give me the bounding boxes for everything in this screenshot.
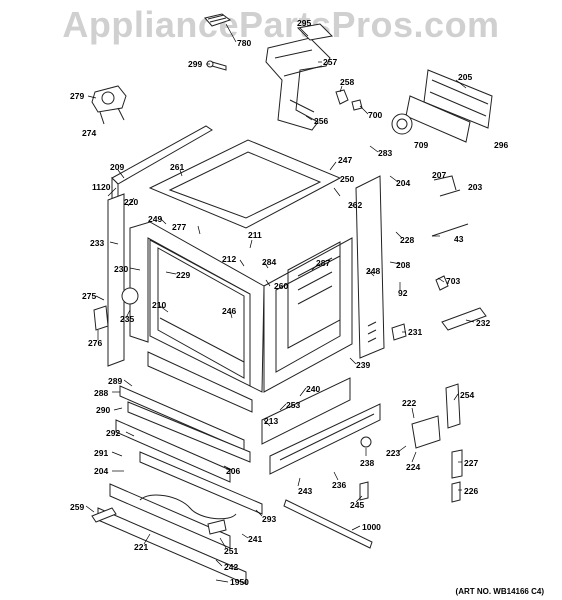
callout-292: 292 — [106, 428, 120, 438]
callout-235: 235 — [120, 314, 134, 324]
part-vent-duct — [265, 23, 334, 131]
callout-92: 92 — [398, 288, 408, 298]
callout-274: 274 — [82, 128, 96, 138]
callout-299: 299 — [188, 59, 202, 69]
callout-293: 293 — [262, 514, 276, 524]
callout-236: 236 — [332, 480, 346, 490]
callout-703: 703 — [446, 276, 460, 286]
part-279-valve — [91, 85, 127, 125]
callout-709: 709 — [414, 140, 428, 150]
callout-700: 700 — [368, 110, 382, 120]
callout-296: 296 — [494, 140, 508, 150]
callout-221: 221 — [134, 542, 148, 552]
callout-287: 287 — [316, 258, 330, 268]
callout-247: 247 — [338, 155, 352, 165]
part-258-700 — [335, 89, 363, 111]
callout-220: 220 — [124, 197, 138, 207]
callout-276: 276 — [88, 338, 102, 348]
art-number: (ART NO. WB14166 C4) — [455, 587, 544, 596]
callout-222: 222 — [402, 398, 416, 408]
callout-1000: 1000 — [362, 522, 381, 532]
callout-213: 213 — [264, 416, 278, 426]
callout-258: 258 — [340, 77, 354, 87]
callout-229: 229 — [176, 270, 190, 280]
callout-203: 203 — [468, 182, 482, 192]
part-drawer-assembly — [97, 351, 263, 585]
callout-210: 210 — [152, 300, 166, 310]
callout-243: 243 — [298, 486, 312, 496]
callout-1950: 1950 — [230, 577, 249, 587]
callout-239: 239 — [356, 360, 370, 370]
callout-241: 241 — [248, 534, 262, 544]
callout-209: 209 — [110, 162, 124, 172]
callout-224: 224 — [406, 462, 420, 472]
callout-253: 253 — [286, 400, 300, 410]
callout-262: 262 — [348, 200, 362, 210]
callout-780: 780 — [237, 38, 251, 48]
part-left-lower-hardware — [91, 507, 227, 535]
callout-261: 261 — [170, 162, 184, 172]
callout-223: 223 — [386, 448, 400, 458]
callout-212: 212 — [222, 254, 236, 264]
callout-204b: 204 — [94, 466, 108, 476]
part-drawer-front — [261, 377, 381, 475]
callout-labels: 780 295 299 257 205 279 258 700 274 256 … — [70, 18, 508, 587]
callout-231: 231 — [408, 327, 422, 337]
callout-205: 205 — [458, 72, 472, 82]
callout-277: 277 — [172, 222, 186, 232]
callout-275: 275 — [82, 291, 96, 301]
callout-288: 288 — [94, 388, 108, 398]
callout-233: 233 — [90, 238, 104, 248]
callout-249: 249 — [148, 214, 162, 224]
callout-250: 250 — [340, 174, 354, 184]
callout-230: 230 — [114, 264, 128, 274]
callout-242: 242 — [224, 562, 238, 572]
callout-226: 226 — [464, 486, 478, 496]
callout-1120: 1120 — [92, 182, 111, 192]
callout-245: 245 — [350, 500, 364, 510]
part-780-clip — [204, 13, 232, 27]
callout-251: 251 — [224, 546, 238, 556]
part-range-body — [111, 125, 385, 393]
callout-207: 207 — [432, 170, 446, 180]
callout-256: 256 — [314, 116, 328, 126]
callout-291: 291 — [94, 448, 108, 458]
callout-211: 211 — [248, 230, 262, 240]
callout-206: 206 — [226, 466, 240, 476]
callout-232: 232 — [476, 318, 490, 328]
callout-246: 246 — [222, 306, 236, 316]
callout-295: 295 — [297, 18, 311, 28]
callout-228: 228 — [400, 235, 414, 245]
callout-240: 240 — [306, 384, 320, 394]
callout-238: 238 — [360, 458, 374, 468]
callout-248: 248 — [366, 266, 380, 276]
part-control-panel — [391, 69, 493, 143]
callout-259: 259 — [70, 502, 84, 512]
callout-43: 43 — [454, 234, 464, 244]
callout-289: 289 — [108, 376, 122, 386]
callout-204: 204 — [396, 178, 410, 188]
callout-257: 257 — [323, 57, 337, 67]
callout-279: 279 — [70, 91, 84, 101]
callout-284: 284 — [262, 257, 276, 267]
part-right-hardware — [283, 175, 487, 549]
callout-208: 208 — [396, 260, 410, 270]
part-299-screw — [206, 60, 227, 71]
leader-lines — [85, 23, 475, 583]
part-drawings — [91, 13, 493, 585]
callout-283: 283 — [378, 148, 392, 158]
callout-260: 260 — [274, 281, 288, 291]
part-left-side-panel — [93, 193, 139, 367]
callout-254: 254 — [460, 390, 474, 400]
callout-290: 290 — [96, 405, 110, 415]
callout-227: 227 — [464, 458, 478, 468]
